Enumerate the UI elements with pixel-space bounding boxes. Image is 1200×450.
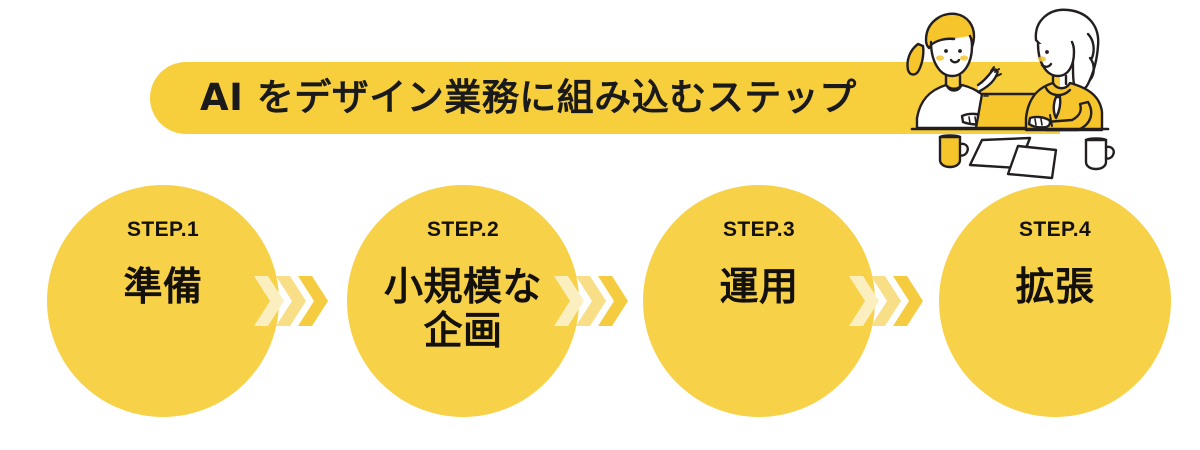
step-label-2: STEP.2 bbox=[426, 218, 500, 241]
step-title-2-line2: 企画 bbox=[423, 309, 503, 355]
step-title-1: 準備 bbox=[123, 265, 203, 310]
chevron-arrow-icon-3 bbox=[849, 270, 927, 332]
step-title-3: 運用 bbox=[719, 265, 799, 310]
step-title-3-line1: 運用 bbox=[719, 265, 799, 310]
step-label-3: STEP.3 bbox=[722, 218, 796, 241]
page-title: AI をデザイン業務に組み込むステップ bbox=[200, 76, 857, 119]
two-women-at-table-illustration bbox=[890, 0, 1200, 180]
step-title-2: 小規模な 企画 bbox=[383, 265, 542, 355]
step-circle-1[interactable]: STEP.1 準備 bbox=[47, 185, 279, 417]
step-title-4-line1: 拡張 bbox=[1015, 265, 1095, 310]
steps-row: STEP.1 準備 STEP.2 小規模な 企画 bbox=[0, 180, 1200, 425]
step-circle-4[interactable]: STEP.4 拡張 bbox=[939, 185, 1171, 417]
step-circle-3[interactable]: STEP.3 運用 bbox=[643, 185, 875, 417]
chevron-arrow-icon-2 bbox=[554, 270, 632, 332]
step-title-2-line1: 小規模な bbox=[383, 265, 542, 310]
step-label-4: STEP.4 bbox=[1018, 218, 1092, 241]
step-label-1: STEP.1 bbox=[126, 218, 200, 241]
step-title-4: 拡張 bbox=[1015, 265, 1095, 310]
step-title-1-line1: 準備 bbox=[123, 265, 203, 310]
title-band bbox=[150, 62, 1060, 134]
step-circle-2[interactable]: STEP.2 小規模な 企画 bbox=[347, 185, 579, 417]
chevron-arrow-icon-1 bbox=[254, 270, 332, 332]
